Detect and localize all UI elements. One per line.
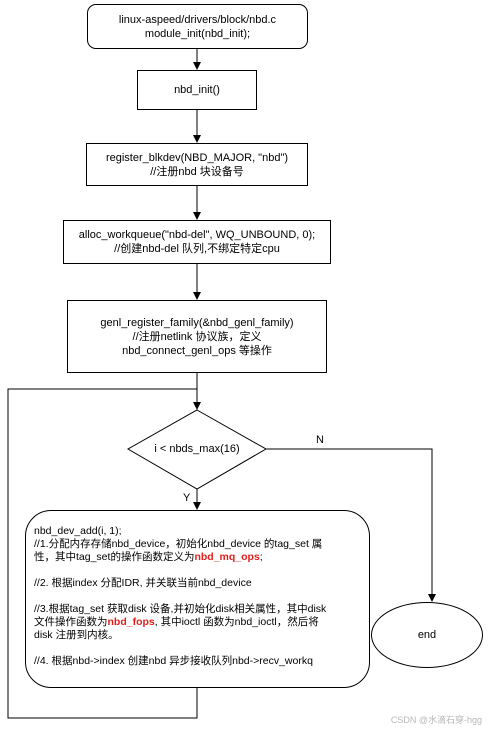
edge-loop-back	[7, 388, 198, 719]
loop-body-line-5: //3.根据tag_set 获取disk 设备,并初始化disk相关属性，其中d…	[34, 603, 327, 615]
alloc-workqueue-line-2: //创建nbd-del 队列,不绑定特定cpu	[114, 243, 280, 255]
loop-body-line-2: //1.分配内存存储nbd_device，初始化nbd_device 的tag_…	[34, 538, 323, 550]
genl-register-line-1: genl_register_family(&nbd_genl_family)	[100, 316, 294, 329]
loop-condition-diamond	[127, 409, 267, 490]
nbd-fops-highlight: nbd_fops	[107, 616, 155, 628]
register-blkdev-box: register_blkdev(NBD_MAJOR, "nbd") //注册nb…	[86, 143, 308, 186]
alloc-workqueue-box: alloc_workqueue("nbd-del", WQ_UNBOUND, 0…	[63, 220, 331, 264]
module-init-box: linux-aspeed/drivers/block/nbd.c module_…	[87, 4, 308, 49]
end-label: end	[417, 629, 437, 641]
loop-body-line-4: //2. 根据index 分配IDR, 并关联当前nbd_device	[34, 577, 252, 589]
watermark: CSDN @水滴石穿-hgg	[390, 715, 482, 725]
module-init-line-1: linux-aspeed/drivers/block/nbd.c	[118, 13, 277, 26]
end-terminal: end	[371, 602, 483, 668]
genl-register-family-box: genl_register_family(&nbd_genl_family) /…	[67, 300, 327, 373]
module-init-line-2: module_init(nbd_init);	[144, 27, 251, 40]
loop-condition-label: i < nbds_max(16)	[154, 443, 240, 455]
register-blkdev-line-1: register_blkdev(NBD_MAJOR, "nbd")	[105, 151, 289, 164]
loop-body-line-8: //4. 根据nbd->index 创建nbd 异步接收队列nbd->recv_…	[34, 655, 313, 667]
edge-decision-no	[266, 448, 436, 602]
edge-label-no: N	[316, 434, 324, 446]
loop-body-line-7: disk 注册到内核。	[34, 629, 119, 641]
alloc-workqueue-line-1: alloc_workqueue("nbd-del", WQ_UNBOUND, 0…	[78, 229, 316, 241]
genl-register-line-3: nbd_connect_genl_ops 等操作	[122, 344, 272, 357]
nbd-mq-ops-highlight: nbd_mq_ops	[194, 551, 260, 563]
loop-body-line-3: 性，其中tag_set的操作函数定义为nbd_mq_ops;	[34, 551, 263, 563]
loop-body-line-6: 文件操作函数为nbd_fops, 其中ioctl 函数为nbd_ioctl，然后…	[34, 616, 319, 628]
nbd-init-box: nbd_init()	[137, 70, 257, 110]
loop-body-line-1: nbd_dev_add(i, 1);	[34, 525, 122, 537]
nbd-dev-add-box: nbd_dev_add(i, 1); //1.分配内存存储nbd_device，…	[25, 510, 370, 688]
genl-register-line-2: //注册netlink 协议族，定义	[132, 330, 262, 343]
register-blkdev-line-2: //注册nbd 块设备号	[150, 165, 244, 178]
edge-label-yes: Y	[183, 492, 191, 504]
nbd-init-label: nbd_init()	[174, 84, 220, 96]
